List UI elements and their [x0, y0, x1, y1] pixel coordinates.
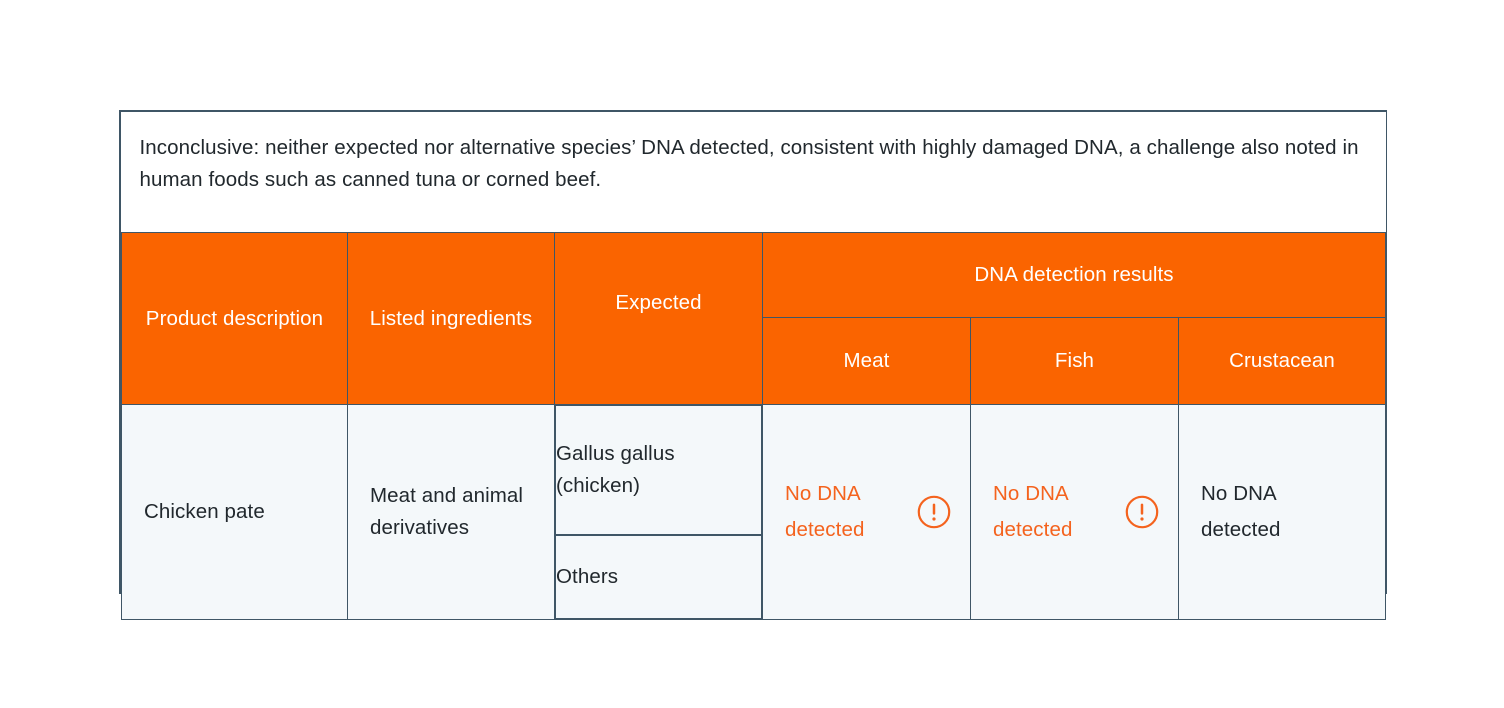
- header-fish: Fish: [970, 317, 1179, 405]
- caption-row: Inconclusive: neither expected nor alter…: [121, 112, 1386, 233]
- caption-cell: Inconclusive: neither expected nor alter…: [121, 112, 1386, 233]
- cell-result-meat: No DNA detected: [762, 404, 971, 620]
- header-dna-detection-results: DNA detection results: [761, 232, 1387, 318]
- dna-results-table: Inconclusive: neither expected nor alter…: [121, 112, 1387, 620]
- header-crustacean: Crustacean: [1177, 317, 1387, 405]
- header-expected-label: Expected: [615, 290, 702, 314]
- result-fish-content: No DNA detected: [989, 476, 1160, 548]
- results-table-container: Inconclusive: neither expected nor alter…: [119, 110, 1387, 620]
- table-row: Chicken pate Meat and animal derivatives…: [121, 404, 1387, 620]
- result-meat-content: No DNA detected: [781, 476, 952, 548]
- result-crustacean-content: No DNA detected: [1197, 476, 1367, 548]
- expected-row-primary: Gallus gallus (chicken): [555, 405, 762, 536]
- caption-text: Inconclusive: neither expected nor alter…: [139, 136, 1359, 191]
- header-sub-row: Meat Fish Crustacean: [122, 317, 1387, 405]
- header-product-description: Product description: [121, 232, 348, 405]
- alert-circle-icon: [1125, 495, 1159, 529]
- result-crustacean-value: No DNA detected: [1201, 482, 1281, 541]
- result-meat-value: No DNA detected: [785, 482, 865, 541]
- header-expected: Expected: [554, 232, 763, 405]
- cell-result-crustacean: No DNA detected: [1177, 404, 1387, 620]
- header-listed-ingredients: Listed ingredients: [347, 232, 555, 405]
- expected-row-others: Others: [555, 534, 762, 619]
- result-fish-value: No DNA detected: [993, 482, 1073, 541]
- cell-listed-ingredients: Meat and animal derivatives: [347, 404, 555, 620]
- header-meat: Meat: [762, 317, 971, 405]
- expected-species-others: Others: [555, 534, 762, 619]
- header-group-row: Product description Listed ingredients E…: [121, 232, 1387, 405]
- expected-species-primary: Gallus gallus (chicken): [555, 405, 762, 536]
- cell-product-description: Chicken pate: [121, 404, 348, 620]
- expected-split-table: Gallus gallus (chicken) Others: [555, 405, 762, 619]
- cell-result-fish: No DNA detected: [970, 404, 1179, 620]
- cell-expected: Gallus gallus (chicken) Others: [554, 404, 763, 620]
- alert-circle-icon: [917, 495, 951, 529]
